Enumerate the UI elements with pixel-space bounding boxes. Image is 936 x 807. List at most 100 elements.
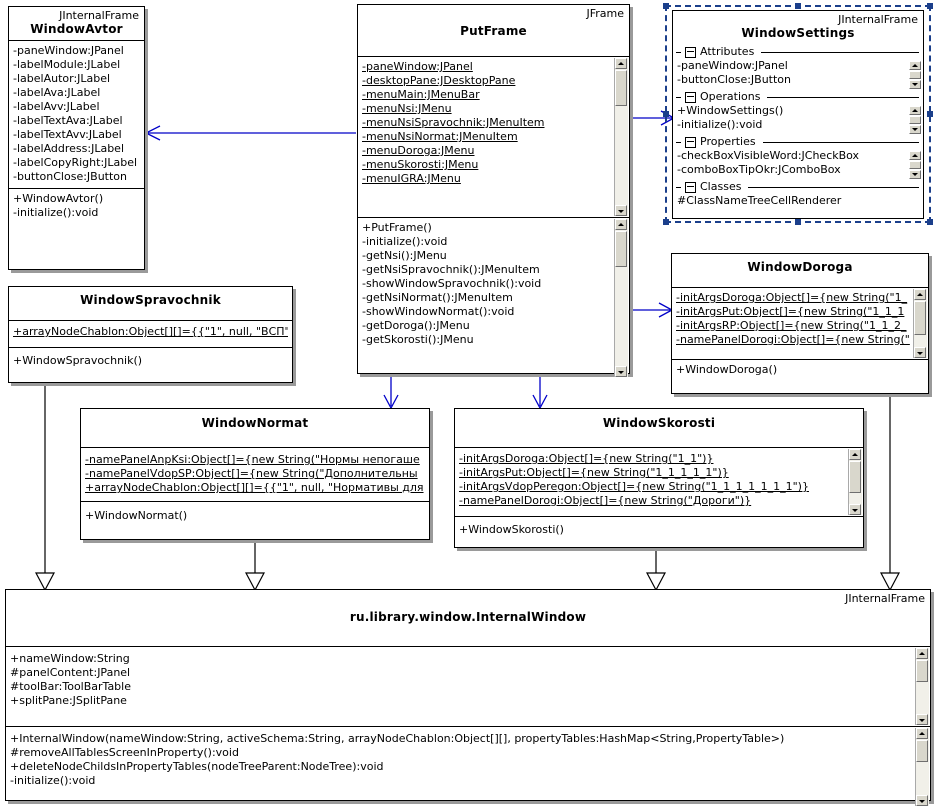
attribute-row: #toolBar:ToolBarTable — [10, 680, 131, 693]
operation-row: +deleteNodeChildsInPropertyTables(nodeTr… — [10, 760, 384, 773]
attributes-compartment: -paneWindow:JPanel -desktopPane:JDesktop… — [358, 57, 629, 218]
scroll-down-icon[interactable] — [615, 366, 627, 377]
scrollbar-thumb[interactable] — [916, 740, 928, 762]
attribute-row: -menuNsiNormat:JMenuItem — [362, 130, 518, 143]
scrollbar-thumb[interactable] — [615, 70, 627, 106]
scroll-down-icon[interactable] — [909, 80, 921, 89]
class-box-putframe[interactable]: JFrame PutFrame -paneWindow:JPanel -desk… — [357, 4, 630, 377]
attributes-scroll-widget[interactable] — [909, 61, 921, 89]
collapse-toggle-icon[interactable] — [685, 91, 696, 103]
edge-putframe-windowavtor — [144, 125, 356, 141]
operation-row: +WindowSpravochnik() — [13, 354, 143, 367]
selection-handle[interactable] — [795, 219, 801, 225]
operation-row: -initialize():void — [10, 774, 96, 787]
attribute-row: -namePanelDorogi:Object[]={new String("Д… — [459, 494, 752, 507]
selection-handle[interactable] — [927, 111, 933, 117]
class-box-windownormat[interactable]: WindowNormat -namePanelAnpKsi:Object[]={… — [80, 408, 430, 540]
selection-handle[interactable] — [927, 219, 933, 225]
collapse-toggle-icon[interactable] — [685, 181, 696, 193]
group-header-operations[interactable]: Operations — [673, 89, 923, 104]
class-box-windowskorosti[interactable]: WindowSkorosti -initArgsDoroga:Object[]=… — [454, 408, 864, 548]
group-dash — [676, 186, 681, 188]
attribute-row: -labelAddress:JLabel — [13, 142, 125, 155]
scrollbar-thumb[interactable] — [916, 660, 928, 682]
scroll-up-icon[interactable] — [909, 151, 921, 160]
class-stereotype: JFrame — [586, 7, 624, 20]
selection-handle[interactable] — [663, 3, 669, 9]
selection-handle[interactable] — [927, 3, 933, 9]
group-rule — [767, 96, 919, 98]
scroll-up-icon[interactable] — [914, 289, 926, 300]
scrollbar-thumb[interactable] — [914, 301, 926, 335]
class-row: #ClassNameTreeCellRenderer — [677, 194, 842, 207]
class-box-windowsettings[interactable]: JInternalFrame WindowSettings Attributes… — [672, 10, 924, 219]
operation-row: -getNsiSpravochnik():JMenuItem — [362, 263, 540, 276]
attributes-scrollbar[interactable] — [913, 289, 927, 358]
scrollbar-thumb[interactable] — [909, 71, 921, 79]
attribute-row: -labelModule:JLabel — [13, 58, 121, 71]
scroll-up-icon[interactable] — [916, 728, 928, 739]
edge-putframe-windownormat — [383, 374, 399, 410]
selection-handle[interactable] — [663, 111, 669, 117]
scroll-down-icon[interactable] — [916, 714, 928, 725]
attributes-compartment: +arrayNodeChablon:Object[][]={{"1", null… — [9, 321, 292, 348]
selection-handle[interactable] — [795, 3, 801, 9]
scrollbar-thumb[interactable] — [615, 231, 627, 267]
class-stereotype: JInternalFrame — [838, 13, 918, 26]
group-header-properties[interactable]: Properties — [673, 134, 923, 149]
group-header-classes[interactable]: Classes — [673, 179, 923, 194]
scrollbar-thumb[interactable] — [849, 461, 861, 493]
class-box-windowspravochnik[interactable]: WindowSpravochnik +arrayNodeChablon:Obje… — [8, 286, 293, 383]
scroll-up-icon[interactable] — [916, 648, 928, 659]
attributes-scrollbar[interactable] — [848, 449, 862, 515]
class-box-windowavtor[interactable]: JInternalFrame WindowAvtor -paneWindow:J… — [8, 6, 145, 270]
scroll-up-icon[interactable] — [909, 106, 921, 115]
operations-compartment: +WindowSpravochnik() — [9, 348, 292, 389]
class-box-internalwindow[interactable]: JInternalFrame ru.library.window.Interna… — [5, 589, 931, 806]
group-label: Properties — [700, 135, 756, 148]
attribute-row: -menuSkorosti:JMenu — [362, 158, 479, 171]
attribute-row: -initArgsRP:Object[]={new String("1_1_2_ — [676, 319, 907, 332]
attribute-row: -initArgsPut:Object[]={new String("1_1_1… — [459, 466, 729, 479]
scroll-down-icon[interactable] — [914, 347, 926, 358]
scroll-down-icon[interactable] — [916, 795, 928, 806]
attributes-scrollbar[interactable] — [915, 648, 929, 725]
scrollbar-thumb[interactable] — [909, 116, 921, 124]
scroll-up-icon[interactable] — [615, 219, 627, 230]
scroll-down-icon[interactable] — [909, 125, 921, 134]
collapse-toggle-icon[interactable] — [685, 46, 696, 58]
operations-scroll-widget[interactable] — [909, 106, 921, 134]
class-name: ru.library.window.InternalWindow — [349, 610, 587, 624]
operations-compartment: +WindowSkorosti() — [455, 517, 863, 554]
attribute-row: -labelAva:JLabel — [13, 86, 101, 99]
operations-scrollbar[interactable] — [614, 219, 628, 377]
operation-row: +InternalWindow(nameWindow:String, activ… — [10, 732, 785, 745]
scroll-down-icon[interactable] — [849, 504, 861, 515]
scrollbar-thumb[interactable] — [909, 161, 921, 169]
properties-scroll-widget[interactable] — [909, 151, 921, 179]
scroll-up-icon[interactable] — [615, 58, 627, 69]
selection-frame-windowsettings[interactable] — [663, 3, 933, 225]
class-box-windowdoroga[interactable]: WindowDoroga -initArgsDoroga:Object[]={n… — [671, 253, 929, 394]
group-dash — [676, 141, 681, 143]
scroll-up-icon[interactable] — [849, 449, 861, 460]
operation-row: +WindowSkorosti() — [459, 523, 564, 536]
operations-compartment: +InternalWindow(nameWindow:String, activ… — [6, 727, 930, 807]
attributes-scrollbar[interactable] — [614, 58, 628, 216]
operation-row: -getNsiNormat():JMenuItem — [362, 291, 513, 304]
group-header-attributes[interactable]: Attributes — [673, 44, 923, 59]
scroll-down-icon[interactable] — [909, 170, 921, 179]
scroll-down-icon[interactable] — [615, 205, 627, 216]
attributes-compartment: -initArgsDoroga:Object[]={new String("1_… — [455, 448, 863, 517]
operations-scrollbar[interactable] — [915, 728, 929, 806]
operation-row: +WindowAvtor() — [13, 192, 104, 205]
class-header: JInternalFrame ru.library.window.Interna… — [6, 590, 930, 647]
scroll-up-icon[interactable] — [909, 61, 921, 70]
collapse-toggle-icon[interactable] — [685, 136, 696, 148]
selection-handle[interactable] — [663, 219, 669, 225]
class-name: WindowSpravochnik — [80, 293, 221, 307]
edge-windowspravochnik-internalwindow — [35, 386, 55, 592]
attribute-row: #panelContent:JPanel — [10, 666, 131, 679]
group-label: Operations — [700, 90, 761, 103]
